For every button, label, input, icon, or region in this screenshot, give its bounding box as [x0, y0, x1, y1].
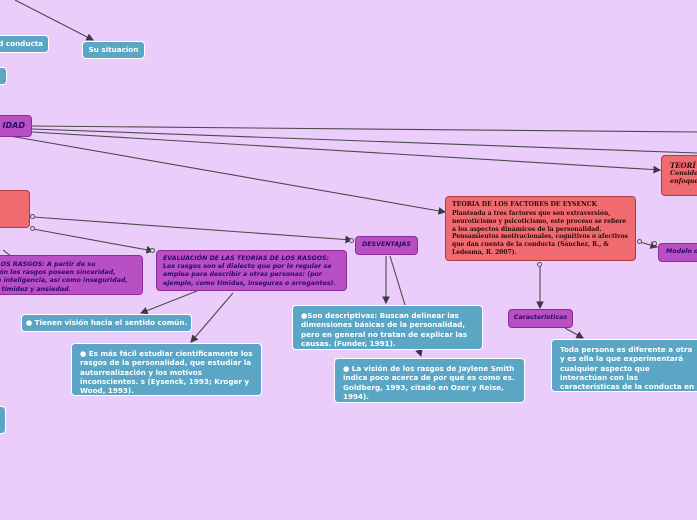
node-edge-offscreen-bottom[interactable] — [0, 406, 6, 434]
connector-handle[interactable] — [349, 238, 354, 243]
node-desventajas[interactable]: DESVENTAJAS — [355, 236, 418, 255]
node-jaylene[interactable]: ● La visión de los rasgos de Jaylene Smi… — [334, 358, 525, 403]
node-persona[interactable]: Toda persona es diferente a otra y es el… — [551, 339, 697, 392]
connector-handle[interactable] — [30, 226, 35, 231]
node-teoria-right[interactable]: TEORÍ Conside enfoque — [661, 155, 697, 196]
connector-handle[interactable] — [537, 262, 542, 267]
connector-handle[interactable] — [150, 248, 155, 253]
teoria-right-line-1: TEORÍ — [670, 161, 696, 170]
node-rasgos[interactable]: LOS RASGOS: A partir de su ión los rasgo… — [0, 255, 143, 295]
connector-handle[interactable] — [652, 241, 657, 246]
connector-handle[interactable] — [30, 214, 35, 219]
node-modelo[interactable]: Modelo d — [658, 243, 697, 262]
node-evaluacion[interactable]: EVALUACIÓN DE LAS TEORÍAS DE LOS RASGOS:… — [156, 250, 347, 291]
eysenck-body: Planteada a tres factores que son extrav… — [452, 210, 628, 257]
node-descriptivas[interactable]: ●Son descriptivas: Buscan delinear las d… — [292, 305, 483, 350]
teoria-right-line-3: enfoque — [670, 178, 697, 186]
node-caracteristicas[interactable]: Caracteristicas — [508, 309, 573, 328]
node-red-offscreen[interactable] — [0, 190, 30, 228]
connector-handle[interactable] — [637, 239, 642, 244]
node-conducta[interactable]: d conducta — [0, 35, 49, 53]
node-edge-offscreen[interactable] — [0, 67, 7, 85]
teoria-right-line-2: Conside — [670, 170, 697, 178]
node-su-situacion[interactable]: Su situacion — [82, 41, 145, 59]
node-vision-comun[interactable]: ● Tienen visión hacia el sentido común. — [21, 314, 192, 332]
node-idad[interactable]: IDAD — [0, 115, 32, 137]
node-facil[interactable]: ● Es más fácil estudiar científicamente … — [71, 343, 262, 396]
node-eysenck[interactable]: TEORIA DE LOS FACTORES DE EYSENCK Plante… — [445, 196, 636, 261]
eysenck-title: TEORIA DE LOS FACTORES DE EYSENCK — [452, 201, 598, 208]
